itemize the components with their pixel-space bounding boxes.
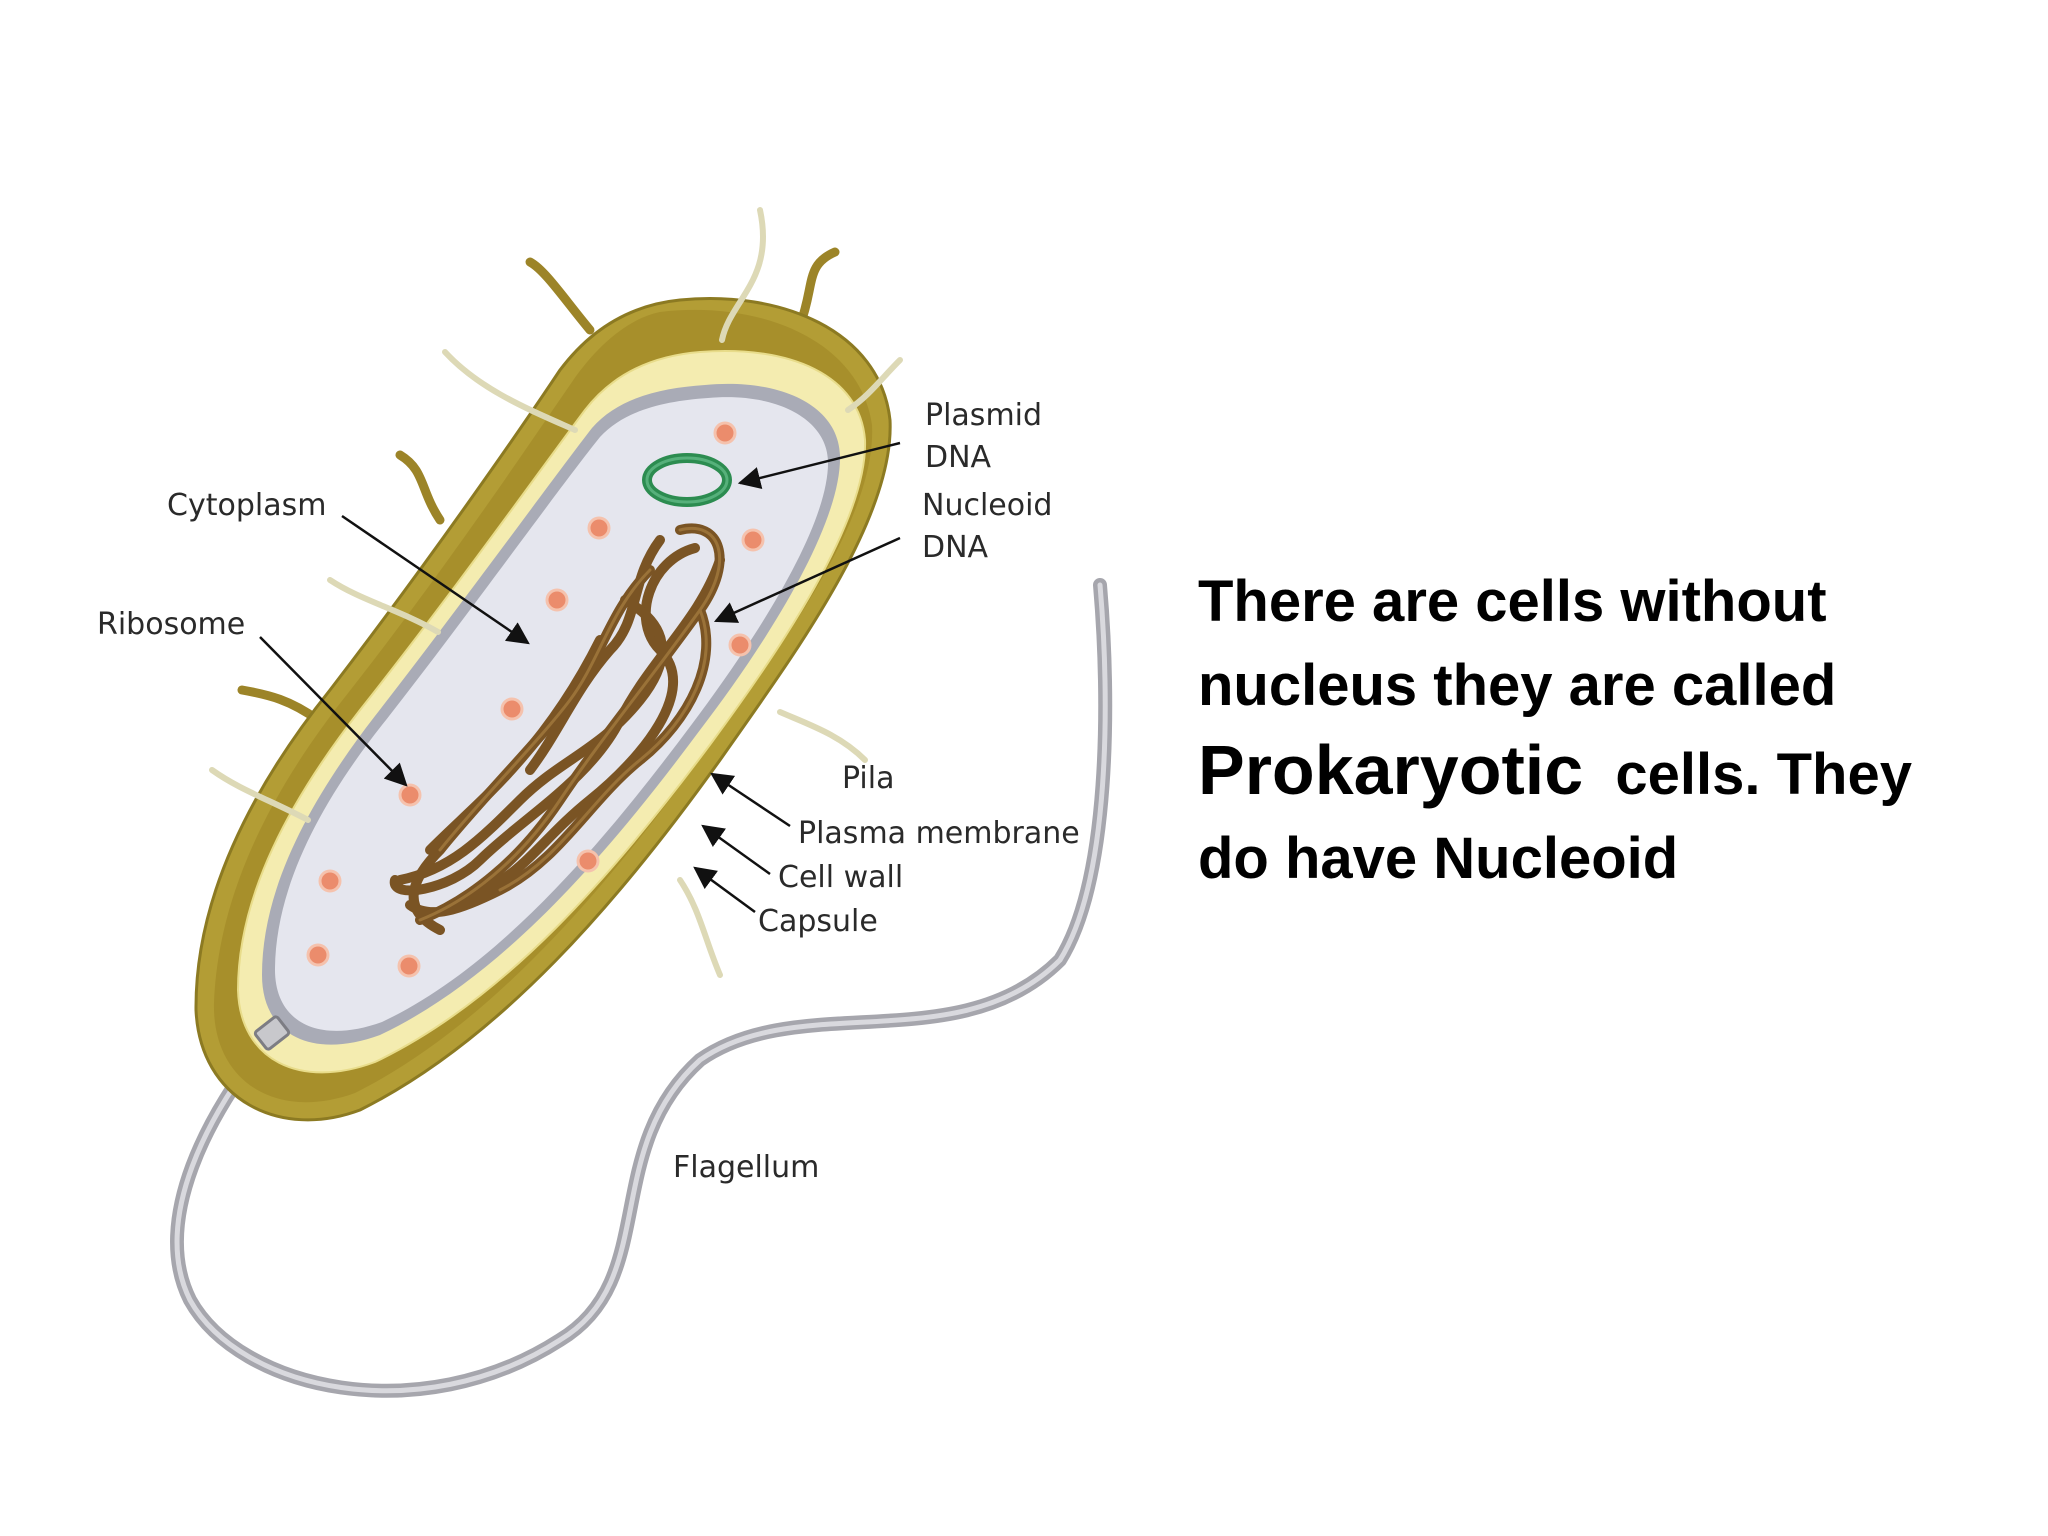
flagellum-hook: [253, 1015, 291, 1051]
label-capsule: Capsule: [758, 904, 878, 939]
leader-arrows: [259, 441, 901, 914]
explanation-line-2: nucleus they are called: [1198, 653, 1837, 718]
ribosome-dot: [500, 697, 524, 721]
label-cytoplasm: Cytoplasm: [167, 488, 326, 523]
ribosome-dot: [728, 633, 752, 657]
label-ribosome: Ribosome: [97, 607, 245, 642]
ribosome-dot: [713, 421, 737, 445]
label-plasmid-dna: DNA: [925, 440, 992, 475]
label-pila: Pila: [842, 761, 895, 796]
ribosome-dot: [576, 849, 600, 873]
ribosome-dot: [398, 783, 422, 807]
ribosome-dot: [741, 528, 765, 552]
explanation-line-1: There are cells without: [1198, 569, 1827, 634]
label-plasmid: Plasmid: [925, 398, 1042, 433]
ribosomes: [306, 421, 765, 978]
explanation-line-3-rest: cells. They: [1583, 742, 1912, 807]
label-nucleoid-dna: DNA: [922, 530, 989, 565]
label-flagellum: Flagellum: [673, 1150, 819, 1185]
ribosome-dot: [397, 954, 421, 978]
ribosome-dot: [318, 869, 342, 893]
explanation-line-4: do have Nucleoid: [1198, 826, 1679, 891]
ribosome-dot: [545, 588, 569, 612]
ribosome-dot: [306, 943, 330, 967]
label-plasma-membrane: Plasma membrane: [798, 816, 1080, 851]
ribosome-dot: [587, 516, 611, 540]
explanation-line-3: Prokaryotic cells. They: [1198, 728, 2018, 817]
label-nucleoid: Nucleoid: [922, 488, 1052, 523]
prokaryotic-term: Prokaryotic: [1198, 731, 1584, 809]
label-cell-wall: Cell wall: [778, 860, 903, 895]
explanation-text: There are cells without nucleus they are…: [1198, 560, 2018, 901]
pili: [209, 207, 903, 978]
